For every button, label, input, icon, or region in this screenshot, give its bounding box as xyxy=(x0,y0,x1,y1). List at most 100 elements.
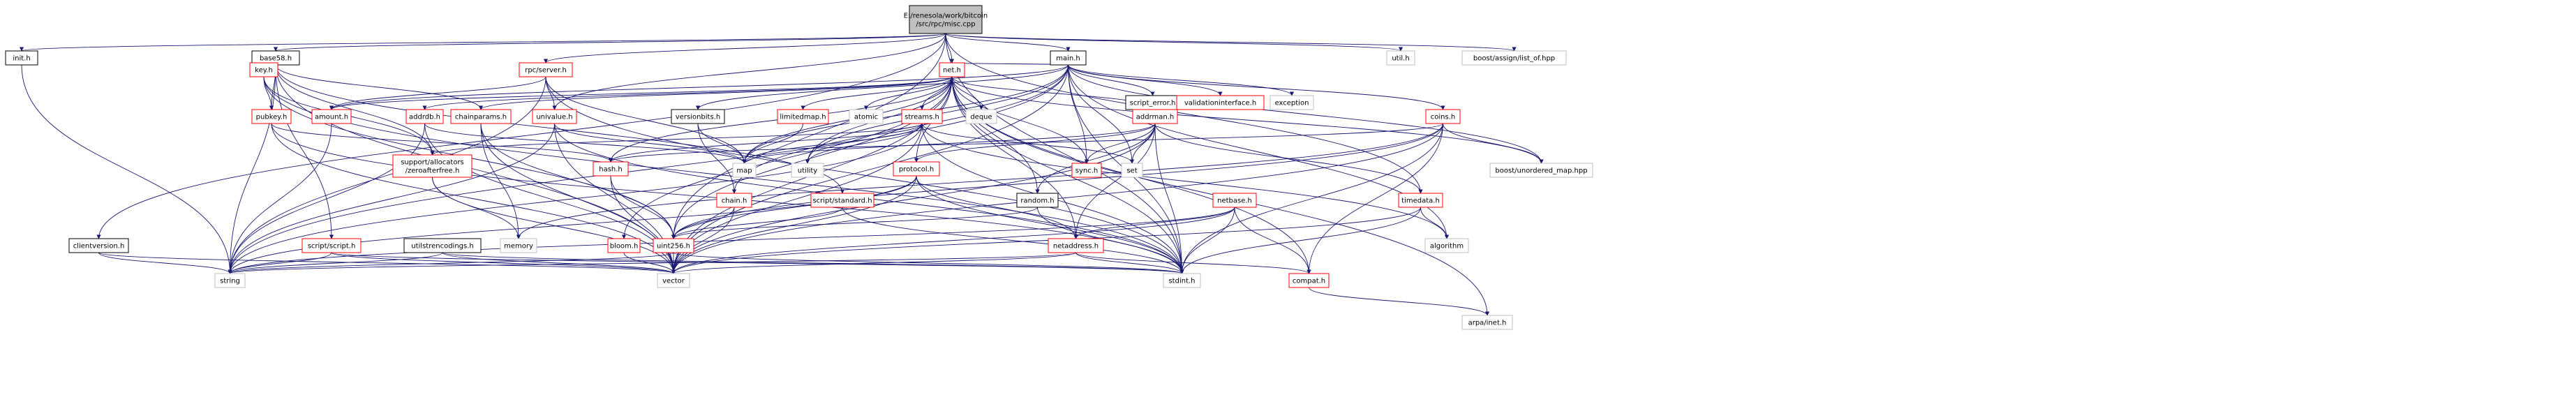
node-label: util.h xyxy=(1392,55,1409,63)
edge-compat-to-arpa_inet xyxy=(1309,287,1490,316)
node-box xyxy=(301,238,362,253)
edge-coins-to-stdint xyxy=(1179,123,1443,274)
node-label: streams.h xyxy=(904,114,939,121)
edge-rpcserver-to-univalue xyxy=(545,76,557,110)
edge-net-to-sync xyxy=(951,76,1089,164)
edge-root-to-clientversion xyxy=(96,33,946,239)
node-set: set xyxy=(1121,163,1143,178)
node-base58[interactable]: base58.h xyxy=(251,50,300,66)
node-amount[interactable]: amount.h xyxy=(311,109,352,124)
node-limitedmap[interactable]: limitedmap.h xyxy=(777,109,829,124)
edge-script_script-to-vector xyxy=(331,252,676,274)
edge-coins-to-uint256 xyxy=(671,123,1443,239)
node-streams[interactable]: streams.h xyxy=(901,109,943,124)
node-vector: vector xyxy=(657,273,690,288)
edge-hash-to-vector xyxy=(610,175,676,274)
edge-base58-to-chainparams xyxy=(275,64,484,110)
node-protocol[interactable]: protocol.h xyxy=(893,161,940,177)
edge-clientversion-to-vector xyxy=(98,252,676,274)
node-compat[interactable]: compat.h xyxy=(1288,273,1330,288)
node-coins[interactable]: coins.h xyxy=(1425,109,1461,124)
edge-netaddress-to-stdint xyxy=(1075,252,1184,274)
node-box xyxy=(1071,163,1102,178)
edge-net-to-atomic xyxy=(863,76,953,110)
node-label: script/script.h xyxy=(308,243,356,251)
edge-root-to-util xyxy=(945,33,1403,52)
node-box xyxy=(392,154,472,178)
edge-protocol-to-string xyxy=(228,175,917,274)
edge-addrman-to-sync xyxy=(1084,123,1156,164)
node-validationinterface[interactable]: validationinterface.h xyxy=(1176,95,1265,110)
node-label: compat.h xyxy=(1293,278,1325,285)
edge-base58-to-script_standard xyxy=(275,64,845,194)
edge-addrman-to-vector xyxy=(671,123,1156,274)
node-bloom[interactable]: bloom.h xyxy=(607,238,641,253)
edge-versionbits-to-map xyxy=(697,123,747,164)
node-label: uint256.h xyxy=(657,243,690,251)
node-addrdb[interactable]: addrdb.h xyxy=(405,109,444,124)
node-hash[interactable]: hash.h xyxy=(593,161,629,177)
node-label: main.h xyxy=(1056,55,1080,63)
node-box xyxy=(519,62,573,77)
node-netaddress[interactable]: netaddress.h xyxy=(1048,238,1104,253)
node-rpcserver[interactable]: rpc/server.h xyxy=(519,62,573,77)
node-net[interactable]: net.h xyxy=(939,62,965,77)
edge-netbase-to-vector xyxy=(671,207,1235,274)
node-box xyxy=(1424,238,1469,253)
edge-net-to-stdint xyxy=(951,76,1184,274)
node-script-script[interactable]: script/script.h xyxy=(301,238,362,253)
node-versionbits[interactable]: versionbits.h xyxy=(671,109,725,124)
node-label: utilstrencodings.h xyxy=(411,243,473,251)
node-chain[interactable]: chain.h xyxy=(716,193,752,208)
node-addrman[interactable]: addrman.h xyxy=(1132,109,1178,124)
node-label: netaddress.h xyxy=(1053,243,1099,251)
edge-coins-to-hash xyxy=(609,123,1443,163)
node-box xyxy=(671,109,725,124)
node-pubkey[interactable]: pubkey.h xyxy=(251,109,292,124)
node-box xyxy=(849,109,884,124)
edge-amount-to-string xyxy=(228,123,332,274)
node-label: string xyxy=(220,278,240,285)
node-box xyxy=(1048,238,1104,253)
node-box xyxy=(214,273,246,288)
edge-utilstrencodings-to-vector xyxy=(442,252,676,274)
node-label: validationinterface.h xyxy=(1184,100,1256,107)
edge-streams-to-utility xyxy=(805,123,923,164)
node-root[interactable]: E:/renesola/work/bitcoin/src/rpc/misc.cp… xyxy=(904,5,988,34)
node-uint256[interactable]: uint256.h xyxy=(653,238,694,253)
node-support-allocators[interactable]: support/allocators/zeroafterfree.h xyxy=(392,154,472,178)
node-timedata[interactable]: timedata.h xyxy=(1398,193,1443,208)
node-main[interactable]: main.h xyxy=(1050,50,1087,66)
edge-coins-to-boost_unordered xyxy=(1443,123,1544,164)
node-box xyxy=(909,5,983,34)
node-sync[interactable]: sync.h xyxy=(1071,163,1102,178)
node-clientversion[interactable]: clientversion.h xyxy=(68,238,129,253)
node-init[interactable]: init.h xyxy=(5,50,38,66)
node-box xyxy=(1425,109,1461,124)
node-univalue[interactable]: univalue.h xyxy=(532,109,577,124)
node-script-error[interactable]: script_error.h xyxy=(1125,95,1180,110)
node-utilstrencodings[interactable]: utilstrencodings.h xyxy=(403,238,482,253)
edge-protocol-to-vector xyxy=(671,175,917,274)
node-chainparams[interactable]: chainparams.h xyxy=(450,109,512,124)
edge-streams-to-support_allocators xyxy=(430,123,923,156)
edge-netaddress-to-vector xyxy=(671,252,1076,274)
node-script-standard[interactable]: script/standard.h xyxy=(810,193,874,208)
edge-netbase-to-compat xyxy=(1234,207,1311,274)
node-random[interactable]: random.h xyxy=(1016,193,1059,208)
node-key[interactable]: key.h xyxy=(249,62,278,77)
node-box xyxy=(653,238,694,253)
node-box xyxy=(901,109,943,124)
node-boost-unordered: boost/unordered_map.hpp xyxy=(1489,163,1593,178)
node-netbase[interactable]: netbase.h xyxy=(1212,193,1257,208)
edge-netbase-to-stdint xyxy=(1179,207,1235,274)
node-label: atomic xyxy=(854,114,878,121)
node-algorithm: algorithm xyxy=(1424,238,1469,253)
edges-layer xyxy=(20,33,1544,316)
edge-chain-to-uint256 xyxy=(671,207,735,239)
node-box xyxy=(939,62,965,77)
edge-limitedmap-to-map xyxy=(742,123,803,164)
node-box xyxy=(810,193,874,208)
node-utility: utility xyxy=(791,163,824,178)
edge-main-to-string xyxy=(228,64,1069,274)
